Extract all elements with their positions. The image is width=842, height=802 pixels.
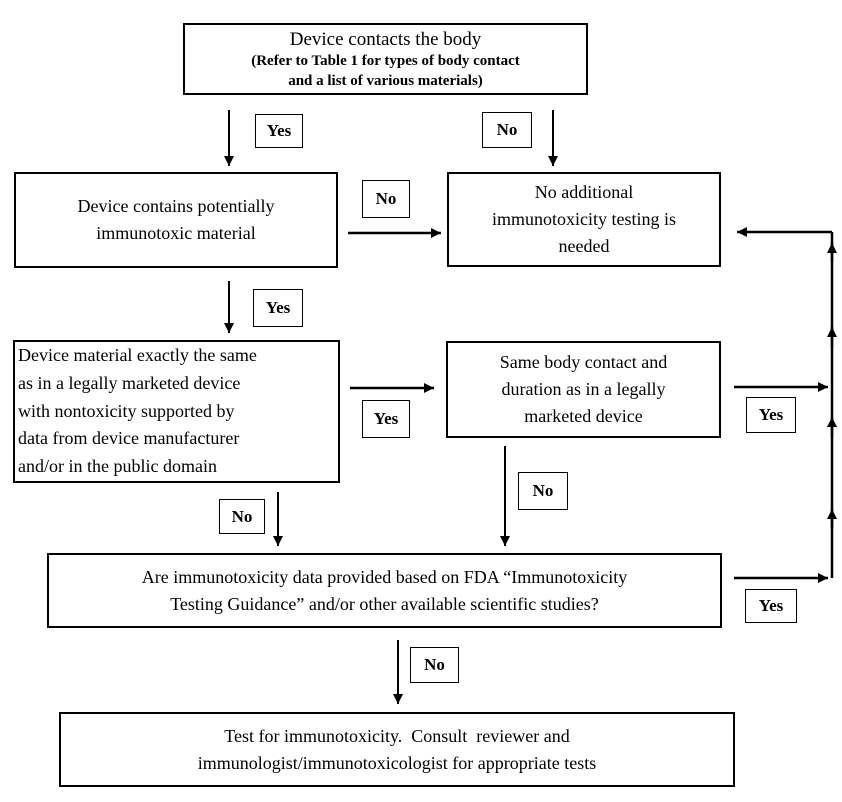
node-contains-immunotoxic-material-text: Device contains potentially immunotoxic … <box>77 196 275 243</box>
label-yes-same-material: Yes <box>362 400 410 438</box>
label-no-same-contact: No <box>518 472 568 510</box>
label-yes-start-left: Yes <box>255 114 303 148</box>
label-yes-same-contact: Yes <box>746 397 796 433</box>
node-device-contacts-body-title: Device contacts the body <box>289 28 482 50</box>
node-same-material-as-marketed-device: Device material exactly the same as in a… <box>13 340 340 483</box>
node-immunotoxicity-data-provided-text: Are immunotoxicity data provided based o… <box>141 566 628 614</box>
node-test-for-immunotoxicity: Test for immunotoxicity. Consult reviewe… <box>59 712 735 787</box>
label-no-data-provided: No <box>410 647 459 683</box>
label-no-contains-immunotoxic: No <box>362 180 410 218</box>
node-contains-immunotoxic-material: Device contains potentially immunotoxic … <box>14 172 338 268</box>
node-device-contacts-body: Device contacts the body (Refer to Table… <box>183 23 588 95</box>
node-immunotoxicity-data-provided: Are immunotoxicity data provided based o… <box>47 553 722 628</box>
label-no-start-right: No <box>482 112 532 148</box>
node-no-additional-testing-needed-text: No additional immunotoxicity testing is … <box>492 182 676 256</box>
node-same-body-contact-duration: Same body contact and duration as in a l… <box>446 341 721 438</box>
label-yes-data-provided: Yes <box>745 589 797 623</box>
label-no-same-material: No <box>219 499 265 534</box>
node-no-additional-testing-needed: No additional immunotoxicity testing is … <box>447 172 721 267</box>
node-test-for-immunotoxicity-text: Test for immunotoxicity. Consult reviewe… <box>197 725 597 773</box>
node-same-body-contact-duration-text: Same body contact and duration as in a l… <box>499 352 668 426</box>
node-device-contacts-body-subtitle: (Refer to Table 1 for types of body cont… <box>251 53 520 89</box>
label-yes-contains-immunotoxic: Yes <box>253 289 303 327</box>
node-same-material-as-marketed-device-text: Device material exactly the same as in a… <box>18 344 257 477</box>
